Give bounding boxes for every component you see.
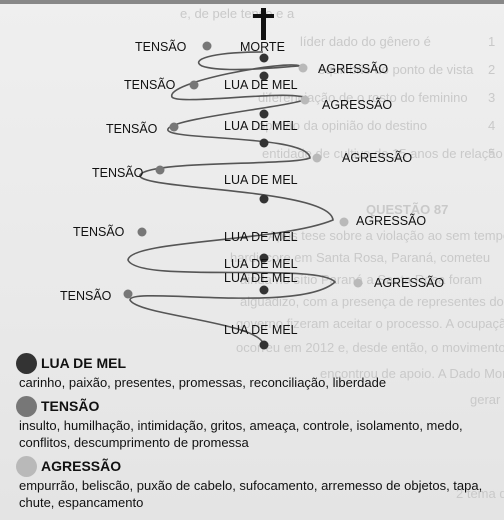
bg-paragraph-line: encontrou de apoio. A Dado Moreira, auto… <box>320 366 504 381</box>
legend: LUA DE MEL carinho, paixão, presentes, p… <box>16 352 502 515</box>
death-label: MORTE <box>240 40 285 54</box>
honeymoon-dot <box>259 253 269 263</box>
aggression-label: AGRESSÃO <box>342 151 412 165</box>
cross-icon <box>253 8 274 40</box>
bg-paragraph-line: Após tese sobre a violação ao sem tempo <box>268 228 504 243</box>
tension-label: TENSÃO <box>73 225 125 239</box>
bg-number: 3 <box>488 90 495 105</box>
bg-paragraph-line: hardiscore em Santa Rosa, Paraná, comete… <box>230 250 490 265</box>
honeymoon-swatch-icon <box>16 352 37 374</box>
aggression-swatch-icon <box>16 455 37 477</box>
aggression-dot <box>339 217 349 227</box>
bg-line: entidade de cultivo de 15 anos de relaçã… <box>262 146 504 161</box>
honeymoon-dot <box>259 194 269 204</box>
tension-label: TENSÃO <box>106 122 158 136</box>
tension-dot <box>137 227 147 237</box>
honeymoon-label: LUA DE MEL <box>224 271 298 285</box>
tension-label: TENSÃO <box>92 166 144 180</box>
legend-title: LUA DE MEL <box>41 355 127 371</box>
tension-dot <box>123 289 133 299</box>
tension-label: TENSÃO <box>124 78 176 92</box>
tension-swatch-icon <box>16 395 37 417</box>
tension-dot <box>202 41 212 51</box>
bg-number: 4 <box>488 118 495 133</box>
legend-item-honeymoon: LUA DE MEL carinho, paixão, presentes, p… <box>16 352 502 391</box>
bg-line: opinião da opinião do destino <box>258 118 427 133</box>
bg-paragraph-line: governo fizeram aceitar o processo. A oc… <box>236 316 504 331</box>
legend-title: TENSÃO <box>41 398 100 414</box>
legend-title: AGRESSÃO <box>41 458 122 474</box>
honeymoon-label: LUA DE MEL <box>224 230 298 244</box>
honeymoon-label: LUA DE MEL <box>224 323 298 337</box>
legend-description: empurrão, beliscão, puxão de cabelo, suf… <box>19 478 483 510</box>
aggression-label: AGRESSÃO <box>318 62 388 76</box>
honeymoon-label: LUA DE MEL <box>224 173 298 187</box>
aggression-label: AGRESSÃO <box>356 214 426 228</box>
bg-paragraph-line: gerar <box>470 392 501 407</box>
bg-number: 5 <box>488 146 495 161</box>
bg-line: líder dado do gênero é <box>300 34 431 49</box>
bg-line: equilíbrio do ponto de vista <box>318 62 474 77</box>
honeymoon-dot <box>259 138 269 148</box>
legend-item-aggression: AGRESSÃO empurrão, beliscão, puxão de ca… <box>16 455 502 511</box>
honeymoon-dot <box>259 285 269 295</box>
legend-item-tension: TENSÃO insulto, humilhação, intimidação,… <box>16 395 502 451</box>
legend-description: carinho, paixão, presentes, promessas, r… <box>19 375 387 390</box>
aggression-label: AGRESSÃO <box>322 98 392 112</box>
bg-number: 2 <box>488 62 495 77</box>
aggression-dot <box>312 153 322 163</box>
tension-dot <box>169 122 179 132</box>
bg-footer-line: 2 tema do <box>456 486 504 501</box>
bg-paragraph-line: alguadizo, com a presença de representes… <box>240 294 504 309</box>
honeymoon-label: LUA DE MEL <box>224 119 298 133</box>
honeymoon-label: LUA DE MEL <box>224 257 298 271</box>
legend-description: insulto, humilhação, intimidação, gritos… <box>19 418 463 450</box>
bg-line: diferenciação de o rosto do feminino <box>258 90 468 105</box>
bg-paragraph-line: ocorreu em 2012 e, desde então, o movime… <box>236 340 504 355</box>
aggression-dot <box>300 95 310 105</box>
honeymoon-label: LUA DE MEL <box>224 78 298 92</box>
aggression-dot <box>353 278 363 288</box>
tension-dot <box>155 165 165 175</box>
spiral-curve <box>127 51 337 347</box>
bg-number: 1 <box>488 34 495 49</box>
violence-cycle-diagram: MORTE TENSÃO AGRESSÃO TENSÃO LUA DE MEL … <box>60 8 444 350</box>
bg-paragraph-line: ainda no sítio Paraná a Santa Rosa foram <box>240 272 482 287</box>
honeymoon-dot <box>259 53 269 63</box>
bg-heading: QUESTÃO 87 <box>366 202 448 217</box>
tension-label: TENSÃO <box>60 289 112 303</box>
honeymoon-dot <box>259 71 269 81</box>
tension-label: TENSÃO <box>135 40 187 54</box>
tension-dot <box>189 80 199 90</box>
honeymoon-dot <box>259 340 269 350</box>
aggression-label: AGRESSÃO <box>374 276 444 290</box>
aggression-dot <box>298 63 308 73</box>
honeymoon-dot <box>259 109 269 119</box>
